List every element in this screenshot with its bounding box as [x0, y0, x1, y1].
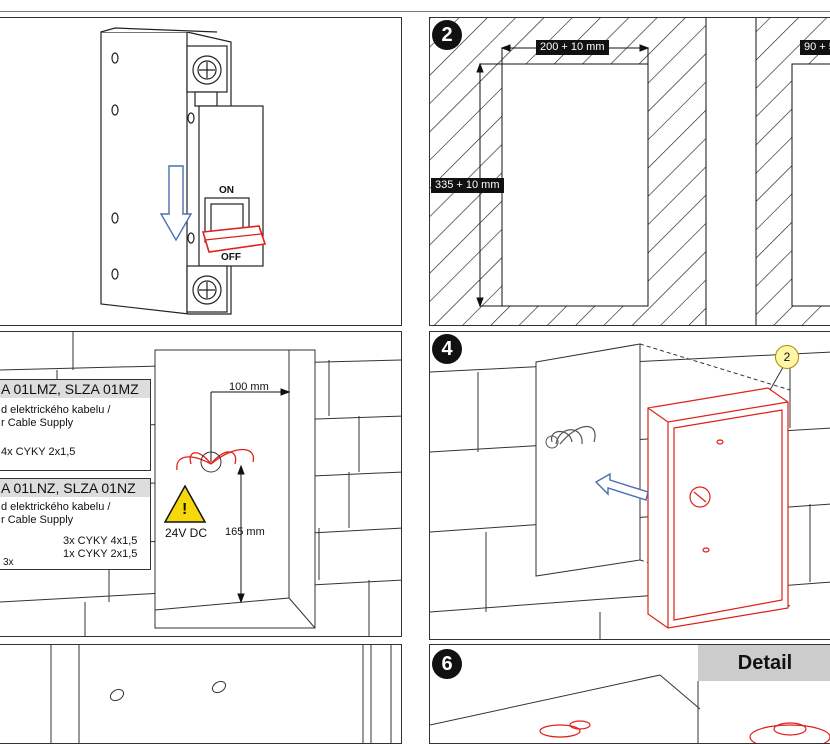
panel-box-insertion: 4 2: [429, 331, 830, 640]
on-label: ON: [219, 185, 234, 196]
cable-supply-cz-2: d elektrického kabelu /: [1, 501, 111, 513]
model-title-mz: A 01LMZ, SLZA 01MZ: [0, 380, 150, 398]
insert-arrow-icon: [594, 472, 649, 501]
switch-lever: [201, 225, 267, 253]
height-dimension: 165 mm: [225, 526, 265, 538]
model-title-nz: A 01LNZ, SLZA 01NZ: [0, 479, 150, 497]
width-dimension-label: 200 + 10 mm: [536, 40, 609, 55]
brick-wall-illustration: [0, 332, 401, 636]
cable-supply-en-2: r Cable Supply: [1, 514, 74, 526]
step-number-2: 2: [432, 20, 462, 50]
height-dimension-label: 335 + 10 mm: [431, 178, 504, 193]
cable-spec-box-nz: A 01LNZ, SLZA 01NZ d elektrického kabelu…: [0, 478, 151, 570]
width-dimension: 100 mm: [229, 381, 269, 393]
box-insertion-illustration: [430, 343, 830, 639]
cable-supply-cz: d elektrického kabelu /: [1, 404, 111, 416]
down-arrow-icon: [159, 165, 193, 242]
recess-illustration: [430, 18, 830, 325]
warning-triangle-icon: [163, 484, 207, 523]
cable-spec-1: 3x CYKY 4x1,5: [63, 535, 138, 547]
cable-spec-2: 1x CYKY 2x1,5: [63, 548, 138, 560]
panel-breaker: ON OFF: [0, 17, 402, 326]
right-dimension-label: 90 + 5: [800, 40, 830, 55]
part-callout: 2: [775, 345, 799, 369]
panel-mounting: [0, 644, 402, 744]
detail-illustration: [430, 674, 830, 743]
voltage-label: 24V DC: [165, 526, 208, 540]
off-label: OFF: [221, 252, 241, 263]
step-number-6: 6: [432, 649, 462, 679]
panel-detail: 6 Detail: [429, 644, 830, 744]
panel-cable-supply: A 01LMZ, SLZA 01MZ d elektrického kabelu…: [0, 331, 402, 637]
step-number-4: 4: [432, 334, 462, 364]
cable-count: 3x: [3, 557, 14, 568]
cable-supply-en: r Cable Supply: [1, 417, 74, 429]
cable-spec-box-mz: A 01LMZ, SLZA 01MZ d elektrického kabelu…: [0, 379, 151, 471]
mounting-illustration: [50, 645, 392, 743]
panel-recess-dimensions: 2 200 + 10 mm 335 + 10 mm 90 + 5: [429, 17, 830, 326]
warning-exclamation: !: [182, 501, 188, 518]
detail-label: Detail: [698, 645, 830, 681]
top-rule: [0, 11, 830, 12]
breaker-illustration: [100, 27, 267, 315]
cable-spec: 4x CYKY 2x1,5: [1, 446, 76, 458]
